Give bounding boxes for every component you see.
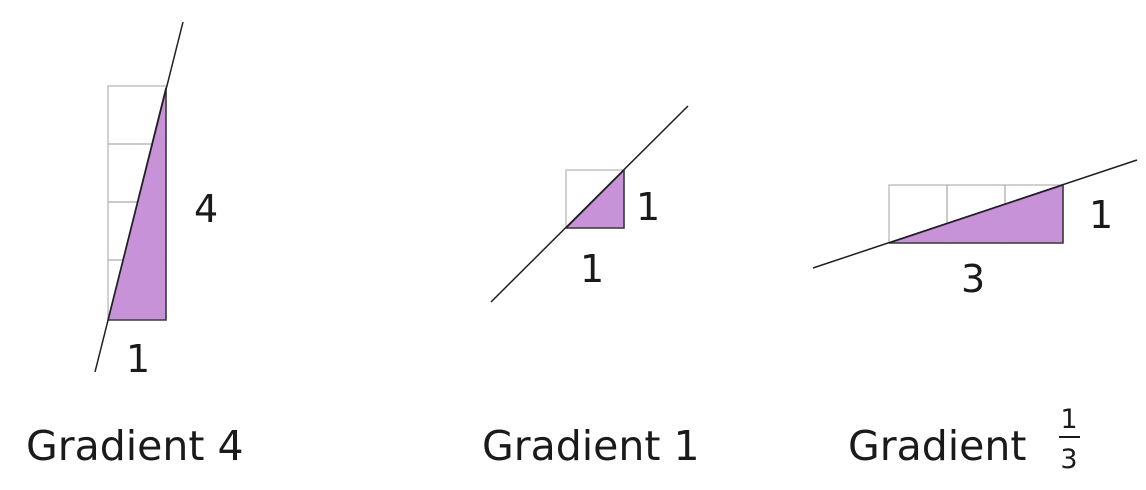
run-label: 1	[126, 337, 150, 381]
gradient-line	[94, 21, 184, 373]
rise-label: 4	[194, 187, 218, 231]
rise-label: 1	[1089, 193, 1113, 237]
caption: Gradient 1	[482, 422, 700, 470]
diagram-gradient-4: 4 1 Gradient 4	[26, 21, 244, 470]
caption: Gradient 4	[26, 422, 244, 470]
fraction-denominator: 3	[1060, 444, 1077, 475]
fraction-numerator: 1	[1060, 404, 1077, 435]
run-label: 3	[961, 257, 985, 301]
rise-label: 1	[636, 185, 660, 229]
run-label: 1	[580, 247, 604, 291]
caption: Gradient	[848, 422, 1026, 470]
diagram-gradient-1: 1 1 Gradient 1	[482, 105, 700, 470]
gradient-line	[812, 159, 1138, 269]
diagram-gradient-one-third: 1 3 Gradient 1 3	[812, 159, 1138, 475]
gradient-line	[490, 105, 689, 303]
caption-fraction: 1 3	[1059, 404, 1080, 475]
